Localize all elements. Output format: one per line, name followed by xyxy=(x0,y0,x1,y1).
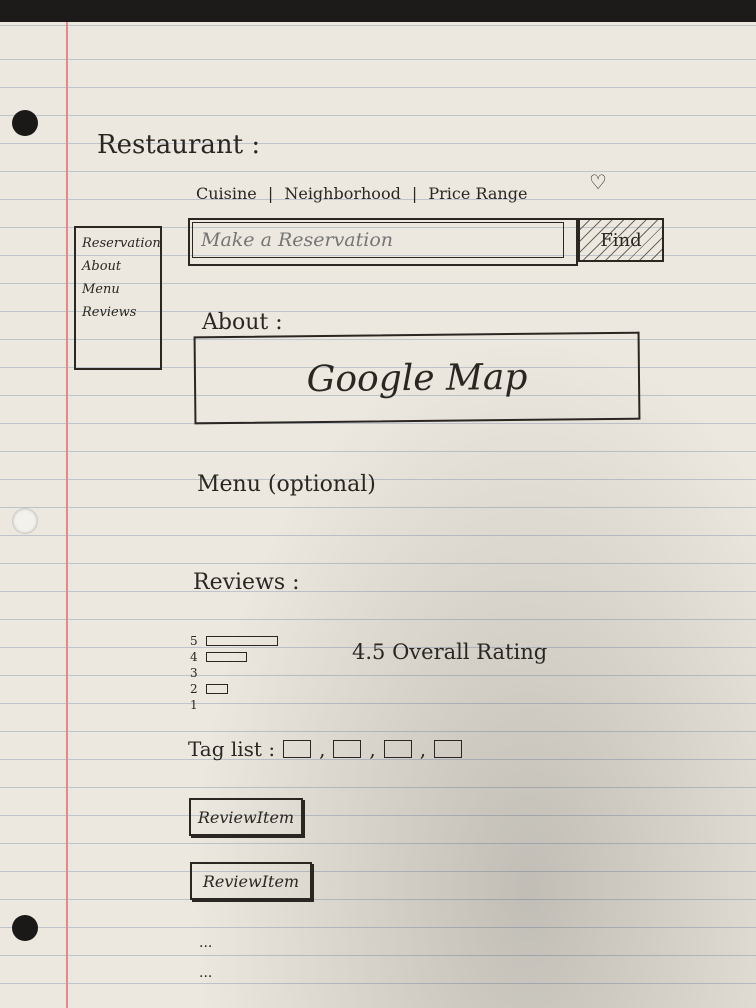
tag-list-label: Tag list : xyxy=(188,737,276,761)
review-item[interactable]: ReviewItem xyxy=(190,862,312,900)
rating-bar xyxy=(205,684,228,694)
rating-row: 1 xyxy=(190,698,198,712)
overall-rating: 4.5 Overall Rating xyxy=(352,640,548,664)
ellipsis: ... xyxy=(199,965,213,981)
tag-separator: , xyxy=(319,737,326,761)
reviews-heading: Reviews : xyxy=(193,570,300,595)
nav-link-cuisine[interactable]: Cuisine xyxy=(196,184,257,203)
rating-row: 4 xyxy=(190,650,247,664)
nav-separator: | xyxy=(411,184,418,203)
nav-link-price-range[interactable]: Price Range xyxy=(428,184,528,203)
tag-chip[interactable] xyxy=(383,740,412,758)
sidebar-item-about[interactable]: About xyxy=(82,259,122,274)
google-map[interactable]: Google Map xyxy=(193,331,641,425)
nav-link-neighborhood[interactable]: Neighborhood xyxy=(284,184,401,203)
tag-chip[interactable] xyxy=(333,740,362,758)
rating-star-label: 2 xyxy=(190,682,198,696)
tag-chip[interactable] xyxy=(283,740,312,758)
filter-nav: Cuisine | Neighborhood | Price Range xyxy=(196,184,533,203)
tag-chip[interactable] xyxy=(434,740,463,758)
tag-list: Tag list : , , , xyxy=(188,737,470,761)
about-heading: About : xyxy=(202,310,283,335)
rating-bar xyxy=(205,636,278,646)
rating-row: 2 xyxy=(190,682,228,696)
binder-hole xyxy=(12,508,38,534)
rating-row: 3 xyxy=(190,666,198,680)
ellipsis: ... xyxy=(199,935,213,951)
tag-separator: , xyxy=(419,737,427,761)
sidebar-nav: Reservation About Menu Reviews xyxy=(74,226,162,370)
reservation-input[interactable] xyxy=(192,222,564,258)
reservation-search-bar xyxy=(188,218,578,266)
margin-line xyxy=(66,22,68,1008)
tag-separator: , xyxy=(369,737,376,761)
rating-bar xyxy=(205,652,247,662)
rating-star-label: 3 xyxy=(190,666,198,680)
rating-star-label: 4 xyxy=(190,650,198,664)
notebook-page xyxy=(0,22,756,1008)
binder-hole xyxy=(12,915,38,941)
sidebar-item-menu[interactable]: Menu xyxy=(82,282,120,297)
page-title: Restaurant : xyxy=(97,130,261,160)
sidebar-item-reviews[interactable]: Reviews xyxy=(82,305,137,320)
binder-hole xyxy=(12,110,38,136)
more-reviews-ellipsis: ... ... xyxy=(199,928,212,988)
rating-star-label: 1 xyxy=(190,698,198,712)
review-item[interactable]: ReviewItem xyxy=(189,798,303,836)
sidebar-item-reservation[interactable]: Reservation xyxy=(82,236,161,251)
heart-icon[interactable]: ♡ xyxy=(589,170,607,194)
rating-row: 5 xyxy=(190,634,278,648)
menu-heading: Menu (optional) xyxy=(197,472,376,497)
nav-separator: | xyxy=(267,184,274,203)
rating-star-label: 5 xyxy=(190,634,198,648)
map-placeholder-label: Google Map xyxy=(306,356,528,401)
find-button[interactable]: Find xyxy=(578,218,664,262)
